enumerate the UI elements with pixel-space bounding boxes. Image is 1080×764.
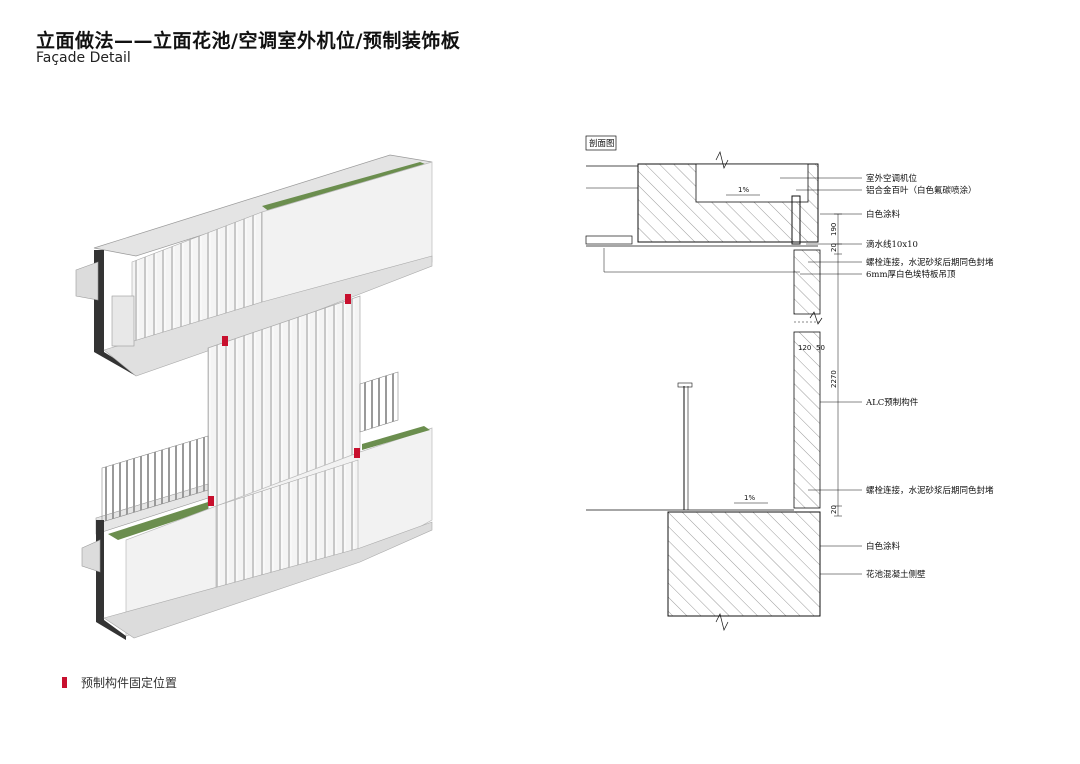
left-slab-edge [585,235,633,245]
lower-railing-left [101,435,209,523]
annotation-ceiling: 6mm厚白色埃特板吊顶 [866,269,956,280]
annotation-planter: 花池混凝土侧壁 [866,569,926,580]
upper-left-bracket [75,261,99,301]
lower-planter-strip-right [362,426,430,450]
right-railing-mid [359,371,399,433]
section-tag-box [585,135,617,151]
fixing-marker [345,294,351,304]
upper-bottom-slab [103,255,433,377]
louver-bracket [791,195,801,245]
lower-left-bracket [81,539,101,573]
dimension-120: 120 [798,344,811,352]
annotation-white-paint: 白色涂料 [866,541,901,552]
annotation-drip-line: 滴水线10x10 [866,239,918,250]
annotation-alc: ALC预制构件 [865,397,919,408]
alc-panel [793,331,821,509]
lower-planter-strip-left [108,502,208,540]
planter-wall [667,511,821,617]
slope-label: 1% [738,186,749,194]
fixing-marker [208,496,214,506]
alc-upper-stub [793,249,821,315]
legend-label: 预制构件固定位置 [81,676,178,690]
lower-left-side [96,520,126,640]
dimension-2270: 2270 [830,370,838,388]
fixing-marker [222,336,228,346]
annotation-louver: 铝合金百叶（白色氟碳喷涂） [866,185,977,196]
annotation-bolt-joint: 螺栓连接，水泥砂浆后期同色封堵 [866,257,994,268]
fixing-marker [354,448,360,458]
ac-unit-box [111,295,135,347]
legend: 预制构件固定位置 [62,674,177,691]
slope-label: 1% [744,494,755,502]
page-title: 立面做法——立面花池/空调室外机位/预制装饰板 [36,30,461,52]
section-tag: 剖面图 [589,138,615,149]
annotation-white-paint: 白色涂料 [866,209,901,220]
ac-recess [695,163,809,203]
page-subtitle: Façade Detail [36,50,131,66]
annotation-ac-position: 室外空调机位 [866,173,918,184]
dimension-20: 20 [830,505,838,514]
dimension-190: 190 [830,223,838,236]
lower-bottom-slab [103,521,433,639]
annotation-bolt-joint: 螺栓连接，水泥砂浆后期同色封堵 [866,485,994,496]
dimension-20: 20 [830,243,838,252]
dimension-50: 50 [816,344,825,352]
legend-swatch [62,677,67,688]
